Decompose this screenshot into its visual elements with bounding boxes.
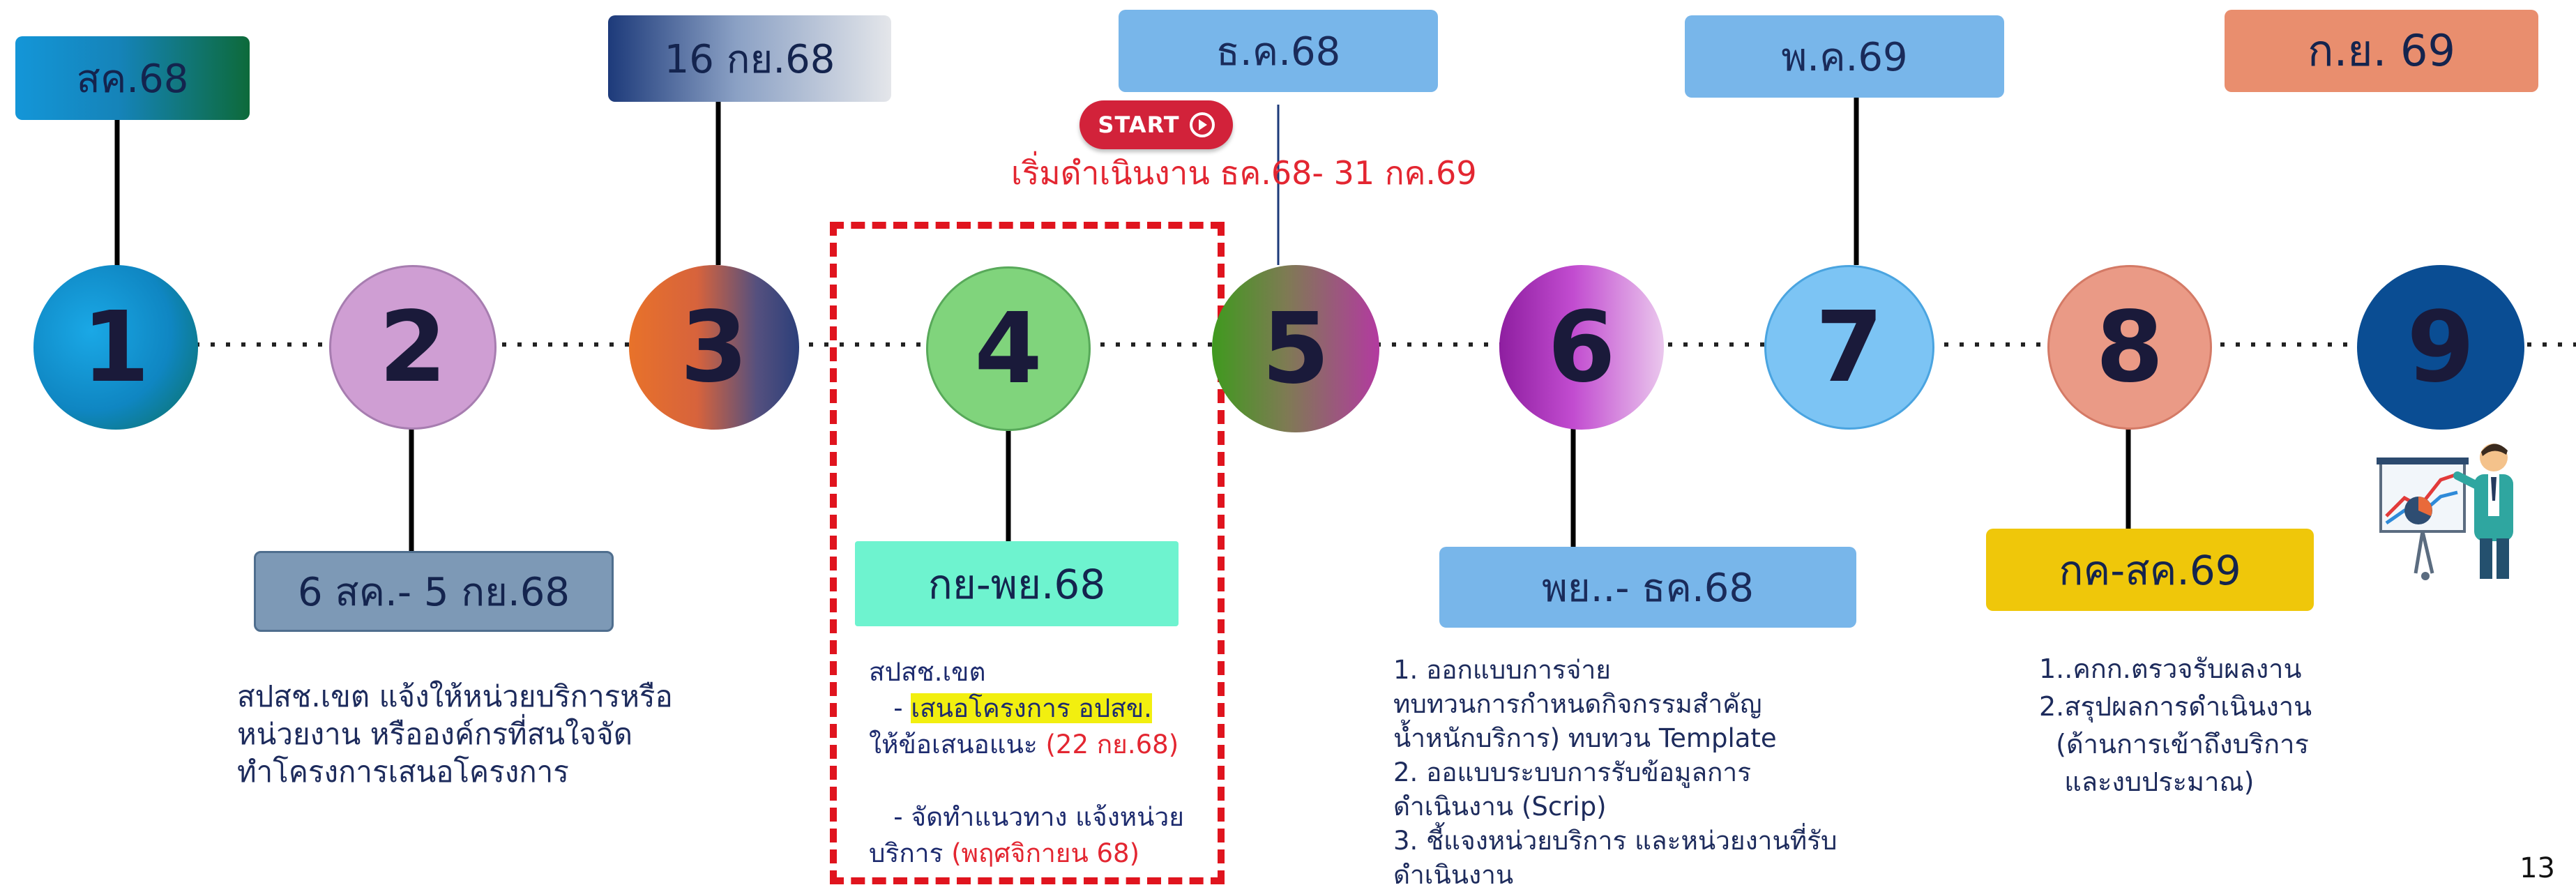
date-label-6: พย..- ธค.68 — [1541, 565, 1755, 611]
date-label-3: 16 กย.68 — [664, 36, 835, 82]
date-box-2: 6 สค.- 5 กย.68 — [254, 551, 614, 632]
milestone-number-1: 1 — [82, 290, 150, 405]
milestone-number-2: 2 — [379, 290, 447, 405]
milestone-number-8: 8 — [2096, 290, 2164, 405]
date-label-1: สค.68 — [76, 56, 189, 102]
milestone-number-4: 4 — [974, 292, 1043, 406]
date-box-6: พย..- ธค.68 — [1439, 547, 1856, 628]
m6-desc-line: ดำเนินงาน (Scrip) — [1393, 792, 1607, 822]
milestone-2-description: สปสช.เขต แจ้งให้หน่วยบริการหรือ หน่วยงาน… — [237, 678, 673, 791]
milestone-number-5: 5 — [1262, 292, 1330, 406]
m2-desc-line: หน่วยงาน หรือองค์กรที่สนใจจัด — [237, 717, 633, 751]
m6-desc-line: 2. ออแบบระบบการรับข้อมูลการ — [1393, 757, 1752, 787]
m4-spacer — [869, 763, 1184, 799]
m2-desc-line: สปสช.เขต แจ้งให้หน่วยบริการหรือ — [237, 679, 673, 713]
play-circle-icon — [1189, 112, 1215, 137]
milestone-4-description: สปสช.เขต - เสนอโครงการ อปสข. ให้ข้อเสนอแ… — [869, 654, 1184, 872]
m4-line-5: บริการ (พฤศจิกายน 68) — [869, 836, 1184, 872]
milestone-circle-1: 1 — [33, 265, 198, 430]
milestone-circle-5: 5 — [1212, 265, 1379, 432]
start-badge: START — [1079, 100, 1233, 149]
milestone-circle-4: 4 — [926, 266, 1091, 431]
milestone-circle-9: 9 — [2357, 265, 2524, 430]
page-number: 13 — [2520, 852, 2555, 884]
milestone-number-9: 9 — [2407, 290, 2475, 405]
date-box-3: 16 กย.68 — [608, 15, 891, 102]
date-box-5: ธ.ค.68 — [1119, 10, 1438, 92]
milestone-8-description: 1..คกก.ตรวจรับผลงาน 2.สรุปผลการดำเนินงาน… — [2039, 650, 2312, 801]
date-label-8: กค-สค.69 — [2059, 546, 2241, 594]
m4-highlight-text: เสนอโครงการ อปสข. — [911, 693, 1152, 723]
m8-desc-line: (ด้านการเข้าถึงบริการ — [2039, 729, 2309, 759]
date-box-8: กค-สค.69 — [1986, 529, 2314, 611]
milestone-circle-8: 8 — [2047, 265, 2212, 430]
m4-line-2-prefix: - — [869, 693, 911, 723]
date-label-4: กย-พย.68 — [927, 560, 1106, 608]
milestone-6-description: 1. ออกแบบการจ่าย ทบทวนการกำหนดกิจกรรมสำค… — [1393, 653, 1838, 892]
m4-line-2: - เสนอโครงการ อปสข. — [869, 690, 1184, 727]
milestone-number-3: 3 — [680, 290, 748, 405]
m8-desc-line: 1..คกก.ตรวจรับผลงาน — [2039, 653, 2302, 684]
m4-line-1: สปสช.เขต — [869, 657, 986, 687]
m4-line-3-date: (22 กย.68) — [1045, 730, 1179, 759]
date-box-1: สค.68 — [15, 36, 250, 120]
m6-desc-line: ทบทวนการกำหนดกิจกรรมสำคัญ — [1393, 689, 1762, 719]
m4-line-5-text: บริการ — [869, 838, 952, 868]
m6-desc-line: 1. ออกแบบการจ่าย — [1393, 655, 1611, 685]
start-caption: เริ่มดำเนินงาน ธค.68- 31 กค.69 — [1011, 154, 1477, 192]
m6-desc-line: ดำเนินงาน — [1393, 860, 1514, 890]
milestone-circle-2: 2 — [329, 265, 497, 430]
m4-line-3-text: ให้ข้อเสนอแนะ — [869, 730, 1046, 759]
milestone-circle-3: 3 — [629, 265, 799, 430]
date-label-7: พ.ค.69 — [1781, 34, 1908, 80]
milestone-number-7: 7 — [1815, 290, 1884, 405]
m8-desc-line: และงบประมาณ) — [2039, 766, 2255, 797]
milestone-circle-6: 6 — [1499, 265, 1664, 430]
m4-line-4: - จัดทำแนวทาง แจ้งหน่วย — [869, 802, 1184, 832]
date-label-2: 6 สค.- 5 กย.68 — [297, 569, 570, 615]
m6-desc-line: 3. ชี้แจงหน่วยบริการ และหน่วยงานที่รับ — [1393, 826, 1838, 856]
date-box-9: ก.ย. 69 — [2225, 10, 2538, 92]
date-box-4: กย-พย.68 — [855, 541, 1179, 626]
m6-desc-line: น้ำหนักบริการ) ทบทวน Template — [1393, 723, 1777, 753]
date-box-7: พ.ค.69 — [1685, 15, 2004, 98]
milestone-4-highlight-frame — [830, 222, 1225, 884]
milestone-circle-7: 7 — [1764, 265, 1934, 430]
m2-desc-line: ทำโครงการเสนอโครงการ — [237, 755, 569, 789]
start-label: START — [1098, 112, 1180, 138]
m4-line-5-date: (พฤศจิกายน 68) — [951, 838, 1140, 868]
m4-line-3: ให้ข้อเสนอแนะ (22 กย.68) — [869, 727, 1184, 763]
milestone-number-6: 6 — [1547, 290, 1616, 405]
date-label-9: ก.ย. 69 — [2308, 25, 2455, 76]
date-label-5: ธ.ค.68 — [1215, 29, 1341, 75]
presentation-chart-icon — [2377, 444, 2513, 580]
m8-desc-line: 2.สรุปผลการดำเนินงาน — [2039, 691, 2312, 722]
